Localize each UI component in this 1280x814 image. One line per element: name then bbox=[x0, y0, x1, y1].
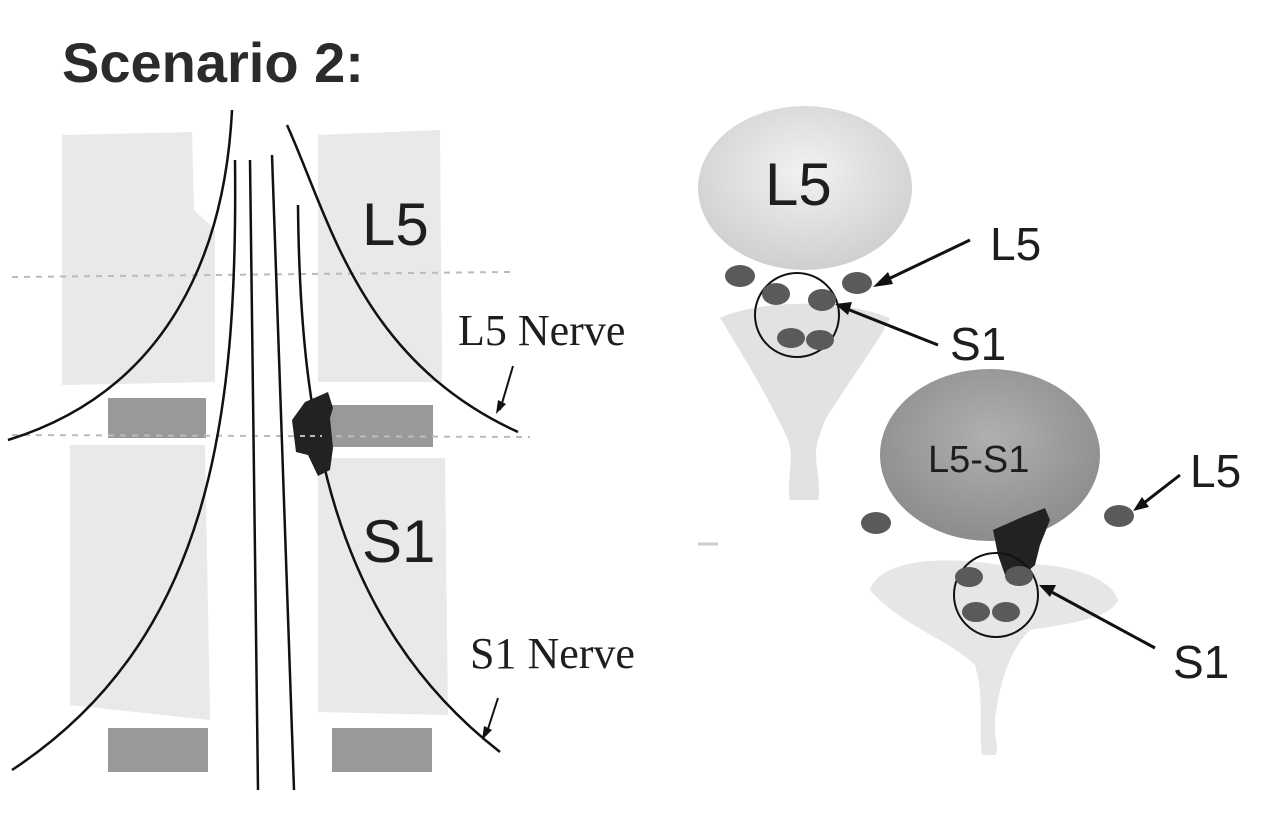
upper-l5-arrow bbox=[879, 238, 971, 285]
right-lower-disc bbox=[332, 728, 432, 772]
right-upper-disc bbox=[325, 405, 433, 447]
lower-root-s1-d bbox=[992, 602, 1020, 622]
sagittal-view: L5 S1 L5 Nerve S1 Nerve bbox=[7, 109, 635, 791]
left-upper-disc bbox=[108, 398, 206, 438]
lower-l5-arrow bbox=[1139, 473, 1181, 508]
lower-reference-line bbox=[11, 434, 531, 438]
upper-lamina bbox=[720, 303, 890, 500]
left-lower-disc bbox=[108, 728, 208, 772]
upper-root-left-l5 bbox=[725, 265, 755, 287]
axial-view-upper: L5 L5 S1 bbox=[698, 106, 1041, 500]
lower-root-s1-c bbox=[962, 602, 990, 622]
s1-nerve-pointer-head bbox=[482, 726, 492, 740]
left-vertebra-upper-shape bbox=[62, 132, 215, 385]
upper-vertebral-body bbox=[698, 106, 912, 270]
upper-root-right-l5 bbox=[842, 272, 872, 294]
cauda-line-2 bbox=[270, 154, 296, 791]
lower-root-right-l5 bbox=[1104, 505, 1134, 527]
page-title: Scenario 2: bbox=[62, 31, 364, 94]
lower-canal bbox=[953, 552, 1039, 638]
upper-root-s1-b bbox=[808, 289, 836, 311]
lower-lamina bbox=[870, 560, 1118, 755]
l5-nerve-label: L5 Nerve bbox=[458, 306, 625, 355]
sagittal-label-s1: S1 bbox=[362, 508, 435, 575]
l5-nerve-pointer-head bbox=[496, 400, 506, 414]
right-lower-nerve-s1 bbox=[296, 204, 501, 753]
upper-root-s1-d bbox=[806, 330, 834, 350]
cauda-line-1 bbox=[248, 159, 260, 791]
right-outer-nerve-l5 bbox=[285, 124, 519, 434]
left-outer-nerve bbox=[7, 109, 234, 442]
lower-s1-arrow bbox=[1045, 587, 1156, 650]
axial-herniation bbox=[993, 508, 1050, 578]
upper-s1-label: S1 bbox=[950, 318, 1006, 370]
lower-root-s1-a bbox=[955, 567, 983, 587]
lower-l5-label: L5 bbox=[1190, 445, 1241, 497]
lower-s1-arrow-head bbox=[1039, 585, 1056, 597]
s1-nerve-label: S1 Nerve bbox=[470, 629, 635, 678]
upper-root-s1-a bbox=[762, 283, 790, 305]
upper-root-s1-c bbox=[777, 328, 805, 348]
lower-root-s1-b bbox=[1005, 566, 1033, 586]
upper-canal bbox=[754, 272, 840, 358]
sagittal-herniation bbox=[292, 392, 333, 476]
right-vertebra-upper-shape bbox=[318, 130, 442, 382]
lower-disc-body bbox=[880, 369, 1100, 541]
sagittal-label-l5: L5 bbox=[362, 191, 429, 258]
left-vertebra-lower-shape bbox=[70, 445, 210, 720]
left-lower-nerve bbox=[11, 159, 237, 772]
axial-view-lower: L5-S1 L5 S1 bbox=[861, 369, 1241, 755]
upper-body-label: L5 bbox=[765, 151, 832, 218]
upper-s1-arrow bbox=[841, 305, 939, 347]
upper-l5-arrow-head bbox=[873, 272, 893, 287]
upper-l5-label: L5 bbox=[990, 218, 1041, 270]
lower-l5-arrow-head bbox=[1133, 497, 1149, 511]
right-vertebra-lower-shape bbox=[318, 458, 448, 715]
lower-disc-label: L5-S1 bbox=[928, 439, 1029, 481]
upper-s1-arrow-head bbox=[835, 302, 852, 315]
lower-s1-label: S1 bbox=[1173, 636, 1229, 688]
lower-root-left-l5 bbox=[861, 512, 891, 534]
